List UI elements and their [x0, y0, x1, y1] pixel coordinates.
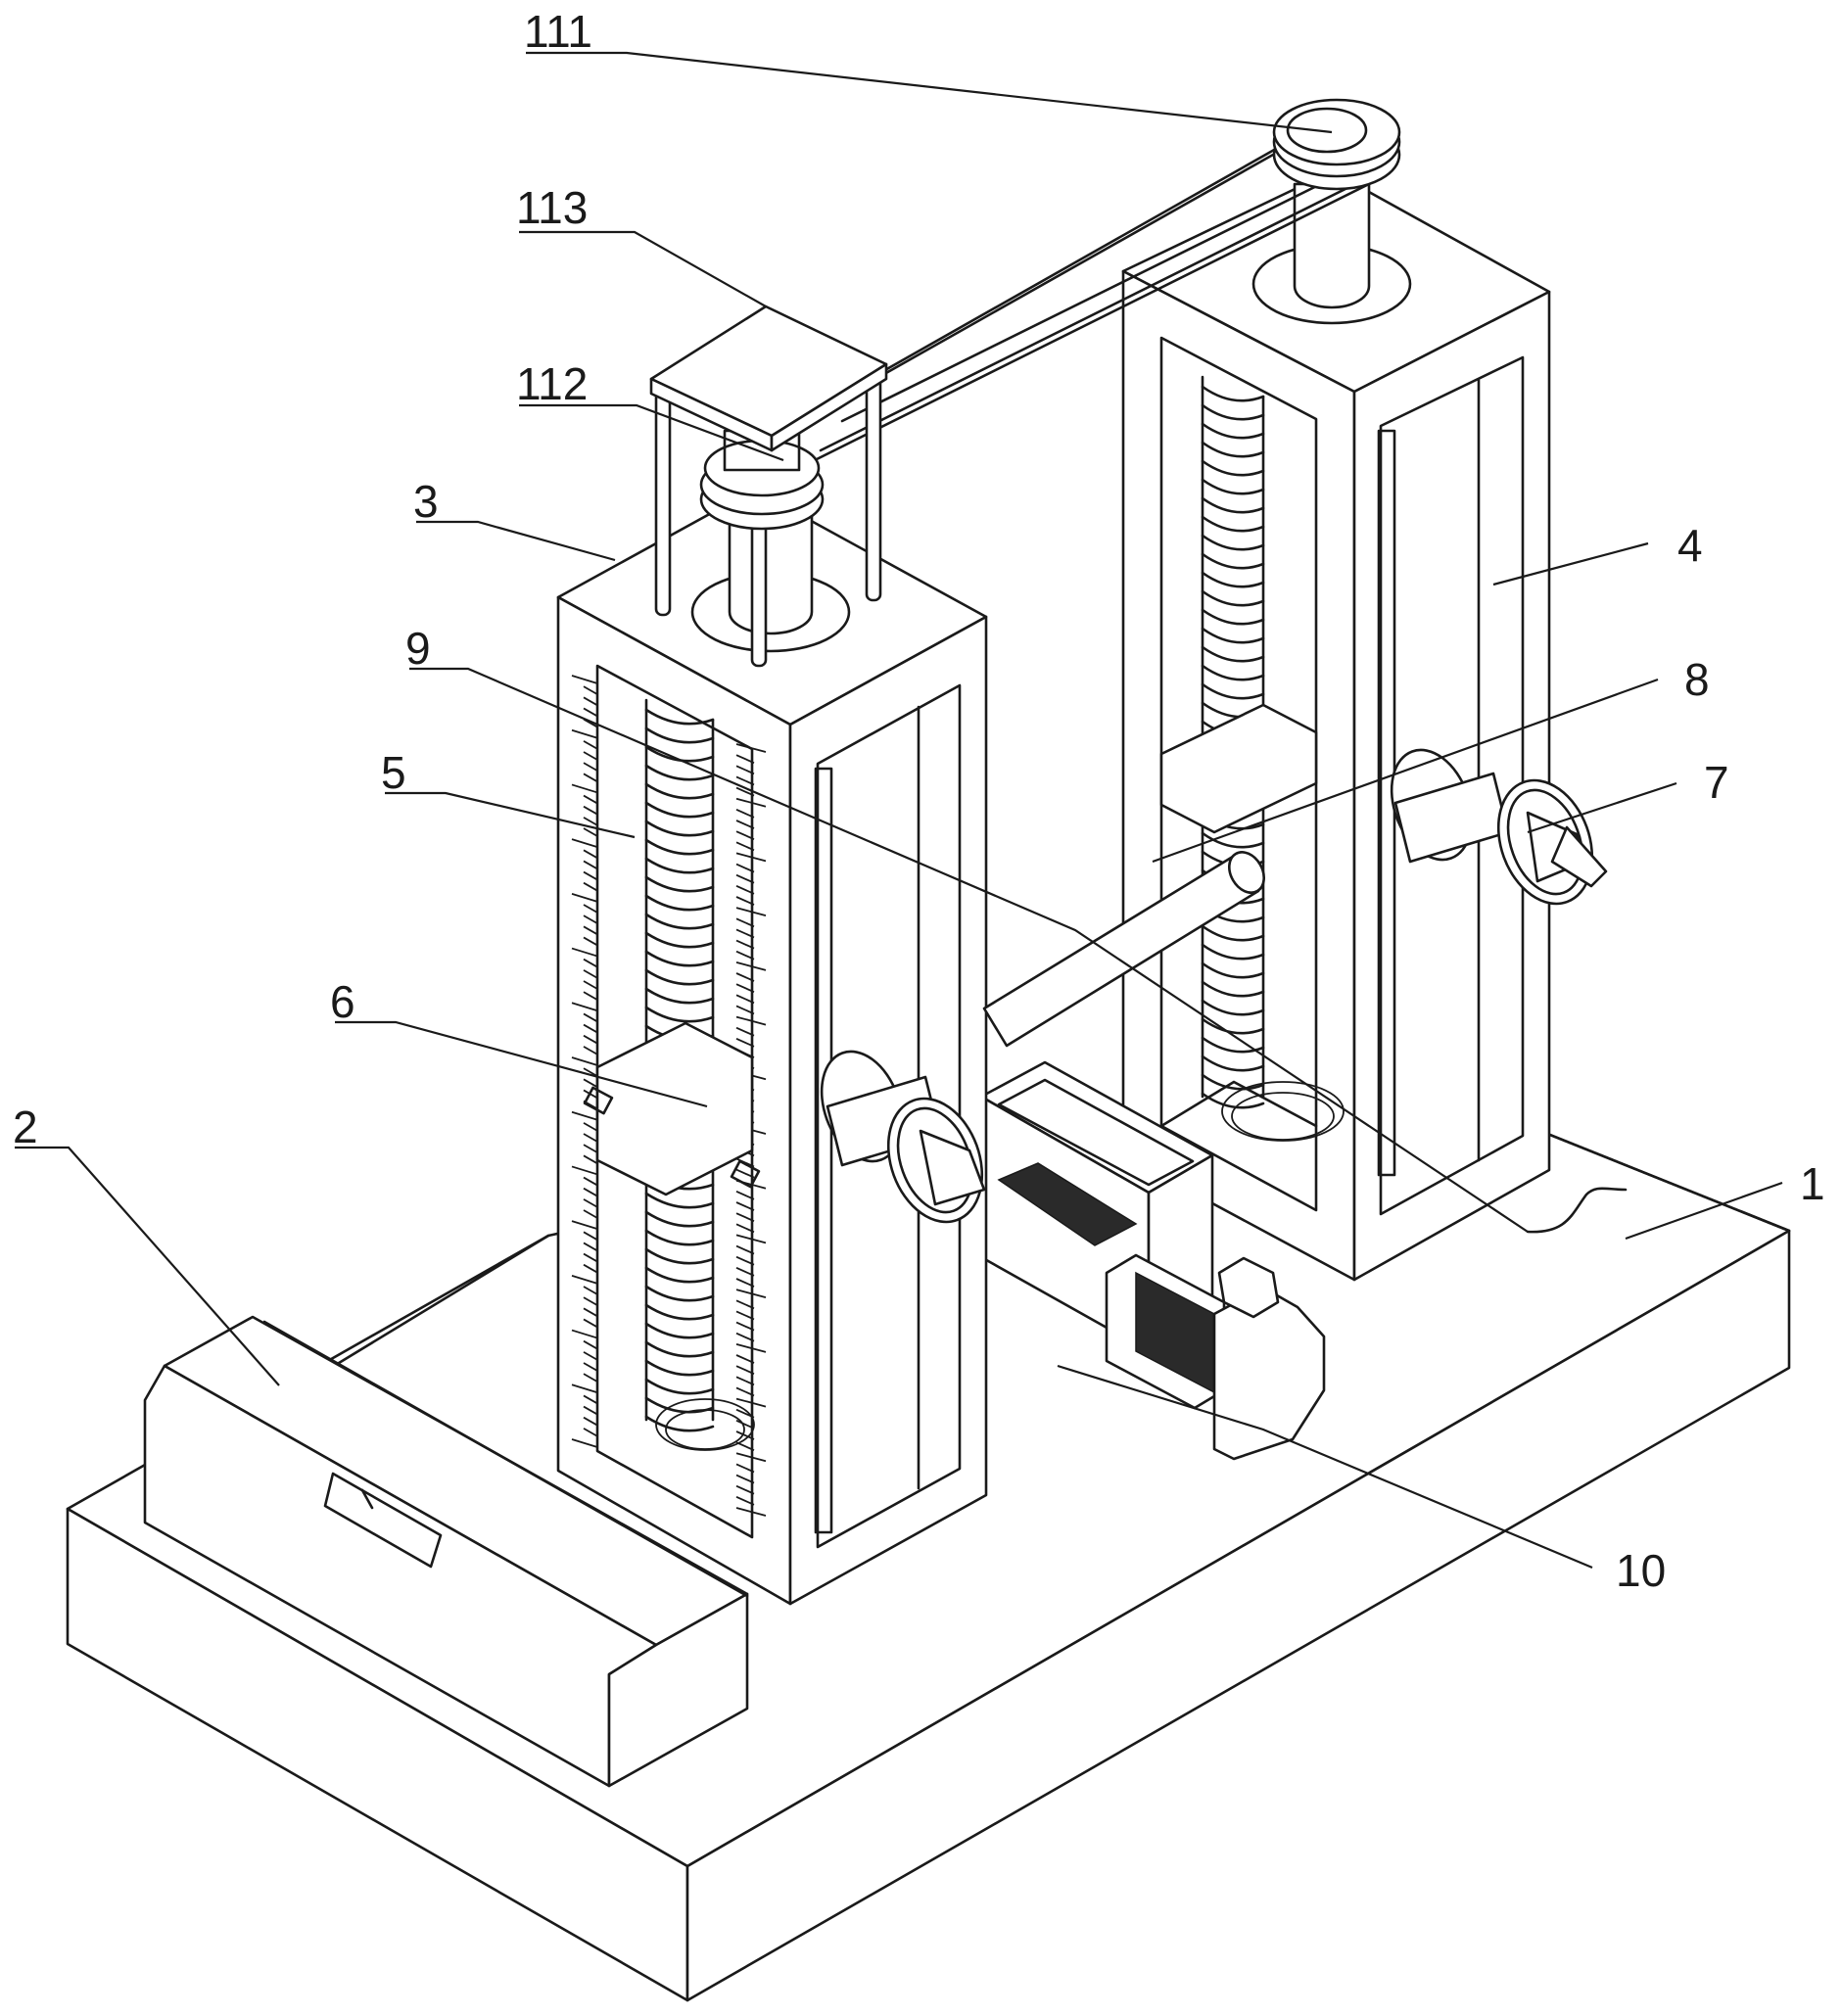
label-3: 3	[413, 476, 439, 527]
label-1: 1	[1800, 1158, 1825, 1209]
label-112: 112	[516, 358, 588, 409]
label-4: 4	[1677, 520, 1703, 571]
right-column	[1123, 171, 1549, 1280]
label-8: 8	[1684, 654, 1710, 705]
label-7: 7	[1704, 757, 1729, 808]
driven-pulley	[1274, 100, 1399, 189]
label-9: 9	[405, 623, 431, 674]
left-column	[558, 490, 986, 1604]
label-111: 111	[524, 6, 592, 57]
label-10: 10	[1616, 1545, 1666, 1596]
label-5: 5	[381, 747, 406, 798]
label-2: 2	[13, 1102, 38, 1152]
label-113: 113	[516, 182, 588, 233]
label-6: 6	[330, 976, 355, 1027]
